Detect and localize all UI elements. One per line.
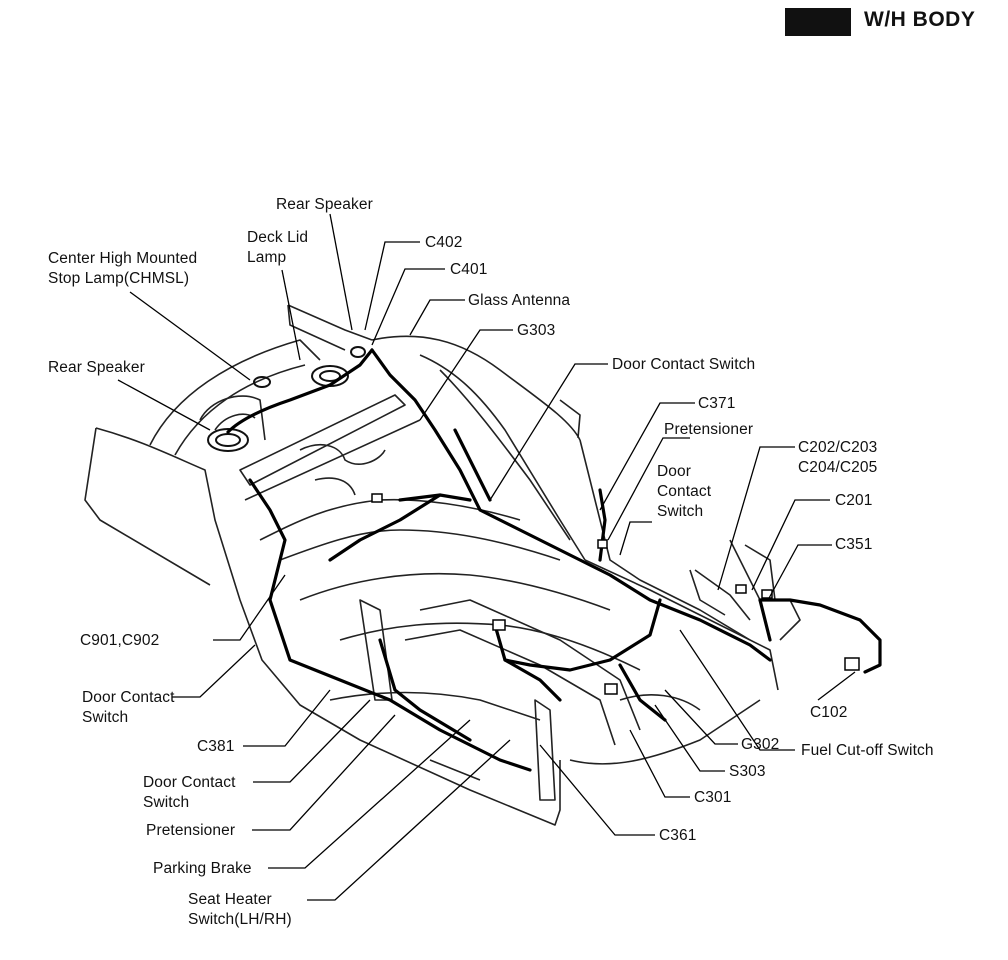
leader-lines xyxy=(117,213,856,901)
wiring-harness xyxy=(226,348,882,772)
speaker-shapes xyxy=(207,346,366,452)
label-parking-brake: Parking Brake xyxy=(153,860,252,877)
label-pretensioner-right: Pretensioner xyxy=(664,421,754,438)
page-title: W/H BODY xyxy=(864,8,976,31)
label-c371: C371 xyxy=(698,395,736,412)
label-deck-lid-lamp: Deck Lid Lamp xyxy=(247,229,309,266)
label-seat-heater-switch: Seat Heater Switch(LH/RH) xyxy=(188,891,292,928)
label-c361: C361 xyxy=(659,827,697,844)
label-g303: G303 xyxy=(517,322,556,339)
label-door-contact-switch-left: Door Contact Switch xyxy=(82,689,175,726)
label-c401: C401 xyxy=(450,261,488,278)
label-c202-c205: C202/C203 C204/C205 xyxy=(798,439,878,476)
title-block-bar xyxy=(785,8,851,36)
label-door-contact-switch-bottom: Door Contact Switch xyxy=(143,774,236,811)
label-c402: C402 xyxy=(425,234,463,251)
label-pretensioner-left: Pretensioner xyxy=(146,822,236,839)
label-rear-speaker-left: Rear Speaker xyxy=(48,359,145,376)
label-c301: C301 xyxy=(694,789,732,806)
label-door-contact-switch-right: Door Contact Switch xyxy=(657,463,712,520)
label-chmsl: Center High Mounted Stop Lamp(CHMSL) xyxy=(48,250,198,287)
label-glass-antenna: Glass Antenna xyxy=(468,292,571,309)
label-c201: C201 xyxy=(835,492,873,509)
label-door-contact-switch-top: Door Contact Switch xyxy=(612,356,756,373)
label-s303: S303 xyxy=(729,763,766,780)
label-fuel-cutoff-switch: Fuel Cut-off Switch xyxy=(801,742,934,759)
connector-blocks xyxy=(371,493,860,695)
label-rear-speaker-top: Rear Speaker xyxy=(276,196,373,213)
label-c102: C102 xyxy=(810,704,848,721)
label-c901-c902: C901,C902 xyxy=(80,632,160,649)
label-g302: G302 xyxy=(741,736,780,753)
label-c381: C381 xyxy=(197,738,235,755)
body-outline xyxy=(84,304,801,826)
label-c351: C351 xyxy=(835,536,873,553)
